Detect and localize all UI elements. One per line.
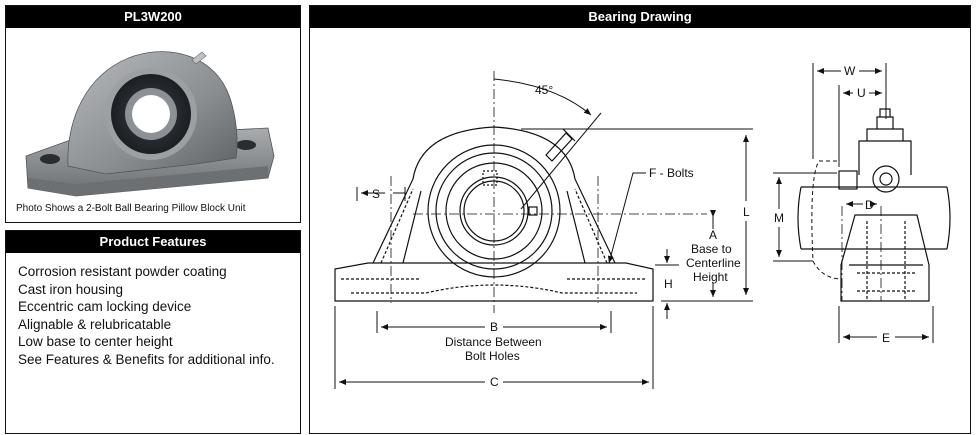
dim-s-label: S [372, 187, 380, 201]
dim-a-desc-3: Height [693, 270, 728, 284]
photo-panel: PL3W200 [5, 5, 301, 223]
dim-f-bolts-label: F - Bolts [649, 166, 694, 180]
photo-panel-title: PL3W200 [6, 6, 300, 28]
dim-h-label: H [664, 277, 673, 291]
dim-b-label: B [490, 320, 498, 334]
dim-b-desc-1: Distance Between [445, 335, 542, 349]
dim-c-label: C [490, 375, 499, 389]
photo-caption: Photo Shows a 2-Bolt Ball Bearing Pillow… [16, 203, 246, 214]
dim-l-label: L [743, 205, 750, 219]
feature-list: Corrosion resistant powder coating Cast … [18, 263, 275, 369]
dim-a-desc-2: Centerline [686, 256, 741, 270]
feature-item: Low base to center height [18, 334, 173, 350]
feature-item: Corrosion resistant powder coating [18, 264, 227, 279]
pillow-block-photo [25, 51, 275, 197]
dim-u-label: U [857, 86, 866, 100]
bearing-drawing-panel: Bearing Drawing [309, 5, 971, 434]
product-features-title: Product Features [6, 231, 300, 253]
feature-item: See Features & Benefits for additional i… [18, 351, 275, 367]
dim-w-label: W [844, 64, 856, 78]
feature-item: Cast iron housing [18, 281, 124, 297]
feature-item: Eccentric cam locking device [18, 299, 192, 315]
dim-angle-label: 45° [535, 83, 553, 97]
bearing-technical-drawing: 45° S F - Bolts L A Base to Centerline H… [334, 63, 951, 389]
dim-b-desc-2: Bolt Holes [465, 349, 520, 363]
bearing-drawing-title: Bearing Drawing [310, 6, 970, 28]
dim-a-desc-1: Base to [691, 242, 732, 256]
feature-item: Alignable & relubricatable [18, 316, 172, 332]
product-features-panel: Product Features Corrosion resistant pow… [5, 230, 301, 434]
dim-a-label: A [709, 228, 717, 242]
dim-d-label: D [865, 198, 874, 212]
dim-e-label: E [882, 331, 890, 345]
dim-m-label: M [774, 211, 784, 225]
